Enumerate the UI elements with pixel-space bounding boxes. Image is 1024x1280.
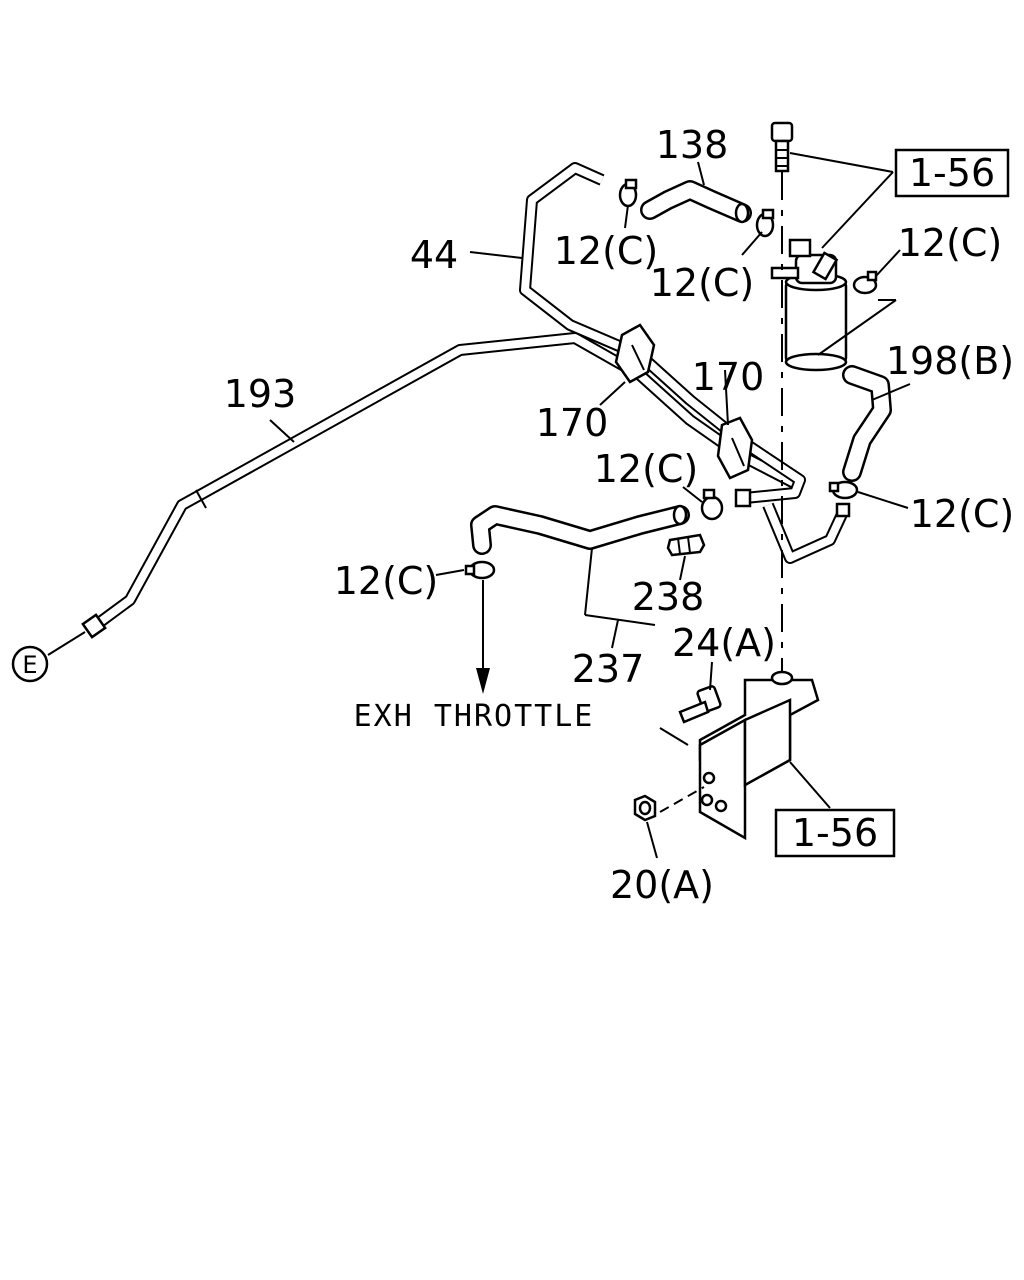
label-20a: 20(A): [610, 863, 714, 907]
clamp-3: [852, 270, 878, 295]
label-138: 138: [656, 123, 729, 167]
label-12c-e: 12(C): [910, 492, 1015, 536]
clip-170-lower: [716, 416, 754, 480]
clamp-5: [828, 480, 859, 500]
ref-box-bottom-label: 1-56: [792, 811, 878, 855]
hose-lower-right: [762, 502, 851, 564]
clamp-2: [755, 208, 775, 238]
clamp-6: [464, 560, 496, 580]
circle-e-marker: E: [11, 645, 49, 683]
label-170-lower: 170: [536, 401, 609, 445]
clamp-4: [700, 488, 724, 521]
label-198b: 198(B): [886, 339, 1014, 383]
nut-20a: [633, 794, 657, 822]
hose-237: [470, 504, 690, 555]
label-44: 44: [410, 233, 458, 277]
circle-e-label: E: [22, 651, 37, 679]
clip-170-upper: [614, 323, 656, 384]
label-12c-d: 12(C): [594, 447, 699, 491]
ref-box-top-label: 1-56: [909, 151, 995, 195]
label-238: 238: [632, 575, 705, 619]
canister: [770, 238, 848, 372]
hose-198b: [842, 365, 892, 482]
label-exh-throttle: EXH THROTTLE: [354, 699, 595, 734]
clamp-1: [618, 178, 638, 208]
label-12c-b: 12(C): [650, 261, 755, 305]
label-12c-a: 12(C): [554, 229, 659, 273]
label-12c-f: 12(C): [334, 559, 439, 603]
hose-238: [666, 533, 706, 557]
bolt-top: [770, 121, 794, 173]
pipe-193: [81, 332, 801, 639]
leader-lines: [47, 152, 911, 859]
bolt-24a: [678, 685, 722, 724]
bracket: [698, 670, 820, 841]
label-193: 193: [224, 372, 297, 416]
label-12c-c: 12(C): [898, 221, 1003, 265]
ref-box-bottom[interactable]: 1-56: [774, 808, 896, 858]
label-237: 237: [572, 647, 645, 691]
label-170-upper: 170: [692, 355, 765, 399]
label-24a: 24(A): [672, 621, 776, 665]
ref-box-top[interactable]: 1-56: [894, 148, 1010, 198]
hose-138: [640, 180, 752, 224]
